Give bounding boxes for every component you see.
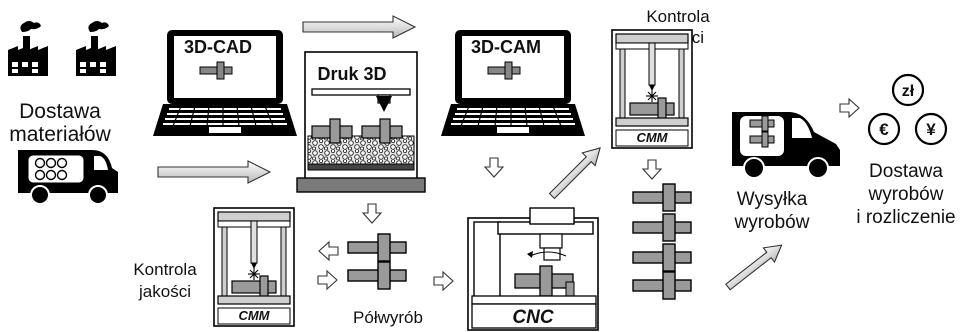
- shipping-label-2: wyrobów: [734, 212, 810, 233]
- cmm-top-label: CMM: [636, 130, 668, 145]
- part-icon: [632, 183, 692, 212]
- cmm-left-label: CMM: [238, 308, 270, 323]
- delivery-label-3: i rozliczenie: [856, 207, 955, 228]
- currency-pln: zł: [902, 83, 915, 100]
- arrow-icon: [362, 203, 382, 224]
- cnc-label: CNC: [512, 307, 553, 328]
- printer-3d-icon: [296, 51, 426, 193]
- delivery-label-1: Dostawa: [869, 161, 943, 182]
- part-icon: [632, 271, 692, 300]
- shipping-label-1: Wysyłka: [737, 189, 808, 210]
- part-icon: [632, 213, 692, 242]
- arrow-icon: [318, 241, 339, 261]
- currency-yen: ¥: [926, 120, 936, 139]
- currency-icon: [867, 73, 948, 146]
- delivery-van-icon: [732, 112, 840, 179]
- arrow-icon: [642, 159, 662, 180]
- arrow-icon: [302, 15, 416, 39]
- cad-label: 3D-CAD: [184, 37, 252, 57]
- qc-left-label-1: Kontrola: [133, 260, 197, 279]
- part-icon: [347, 233, 407, 262]
- arrow-icon: [721, 237, 788, 295]
- arrow-icon: [839, 98, 860, 118]
- arrow-icon: [433, 271, 454, 291]
- print3d-label: Druk 3D: [317, 64, 386, 84]
- arrow-icon: [317, 270, 338, 290]
- cnc-machine-icon: [467, 207, 599, 331]
- delivery-van-icon: [18, 150, 118, 205]
- currency-eur: €: [879, 120, 889, 139]
- factory-icon: [8, 21, 48, 76]
- arrow-icon: [545, 141, 607, 203]
- arrow-icon: [484, 157, 504, 178]
- delivery-label-2: wyrobów: [868, 184, 944, 205]
- supply-materials-label-2: materiałów: [9, 123, 111, 146]
- part-icon: [347, 261, 407, 290]
- qc-left-label-2: jakości: [138, 282, 191, 301]
- part-icon: [632, 243, 692, 272]
- supply-materials-label-1: Dostawa: [19, 100, 101, 123]
- cam-label: 3D-CAM: [471, 37, 541, 57]
- qc-top-label-1: Kontrola: [646, 7, 710, 26]
- semi-product-label: Półwyrób: [353, 308, 423, 327]
- factory-icon: [76, 21, 116, 76]
- arrow-icon: [157, 160, 271, 184]
